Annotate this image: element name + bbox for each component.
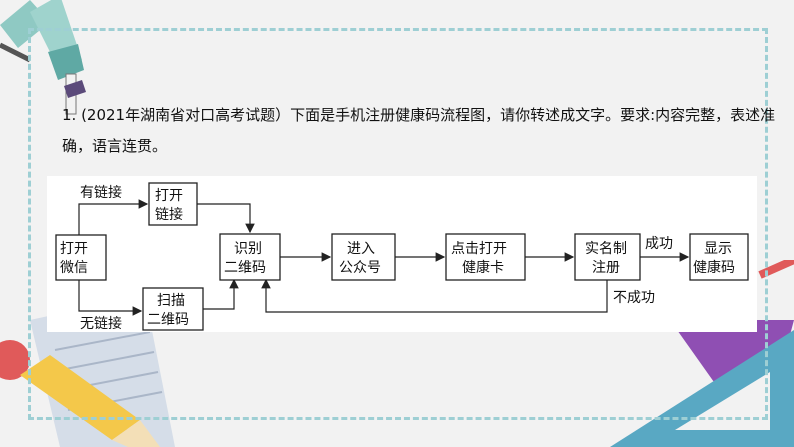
svg-text:公众号: 公众号 bbox=[339, 260, 381, 276]
question-text: 1. (2021年湖南省对口高考试题）下面是手机注册健康码流程图，请你转述成文字… bbox=[62, 106, 776, 155]
edge-wechat-to-open-link bbox=[78, 199, 149, 235]
svg-text:健康码: 健康码 bbox=[693, 259, 735, 276]
svg-text:打开: 打开 bbox=[60, 240, 88, 257]
svg-text:二维码: 二维码 bbox=[147, 312, 189, 328]
svg-text:健康卡: 健康卡 bbox=[462, 259, 504, 276]
label-success: 成功 bbox=[645, 236, 673, 252]
node-open-wechat: 打开 微信 bbox=[55, 234, 107, 281]
node-show-code: 显示 健康码 bbox=[689, 233, 749, 281]
svg-text:识别: 识别 bbox=[234, 241, 262, 257]
edge-open-link-to-identify bbox=[197, 203, 255, 234]
label-fail: 不成功 bbox=[613, 290, 655, 306]
edges bbox=[78, 199, 690, 316]
node-enter-account: 进入 公众号 bbox=[331, 233, 396, 281]
node-open-link: 打开 链接 bbox=[148, 182, 198, 226]
svg-text:显示: 显示 bbox=[704, 241, 732, 257]
svg-text:进入: 进入 bbox=[347, 241, 375, 257]
node-click-open-card: 点击打开 健康卡 bbox=[445, 233, 526, 281]
edge-register-fail-back bbox=[261, 278, 608, 313]
svg-text:点击打开: 点击打开 bbox=[451, 240, 507, 257]
paintbrush-icon bbox=[0, 0, 86, 115]
svg-text:打开: 打开 bbox=[155, 187, 183, 204]
node-realname-register: 实名制 注册 bbox=[574, 233, 641, 281]
edge-wechat-to-scan bbox=[78, 280, 143, 316]
svg-text:扫描: 扫描 bbox=[157, 293, 185, 309]
edge-scan-to-identify bbox=[203, 278, 239, 310]
label-no-link: 无链接 bbox=[80, 315, 122, 332]
svg-text:链接: 链接 bbox=[155, 206, 183, 223]
svg-text:注册: 注册 bbox=[592, 260, 620, 276]
svg-text:实名制: 实名制 bbox=[585, 241, 627, 257]
node-scan-qr: 扫描 二维码 bbox=[142, 287, 204, 331]
label-has-link: 有链接 bbox=[80, 184, 122, 201]
flowchart: 有链接 无链接 成功 不成功 打开 微信 打开 链接 扫描 二维码 识别 二维码… bbox=[55, 182, 749, 332]
svg-text:二维码: 二维码 bbox=[224, 260, 266, 276]
svg-text:微信: 微信 bbox=[60, 260, 88, 276]
flowchart-panel: 有链接 无链接 成功 不成功 打开 微信 打开 链接 扫描 二维码 识别 二维码… bbox=[47, 176, 757, 332]
dashed-frame bbox=[28, 28, 768, 420]
node-identify-qr: 识别 二维码 bbox=[219, 233, 281, 281]
